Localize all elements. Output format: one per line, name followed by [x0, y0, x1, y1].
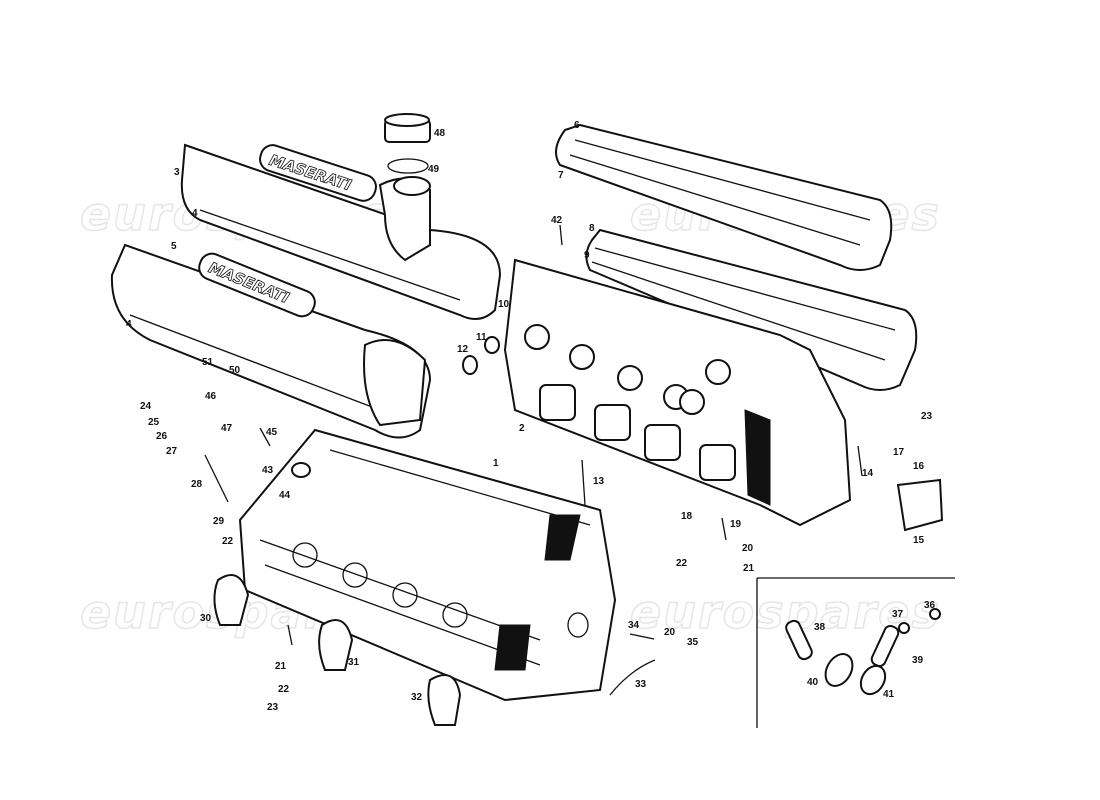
part-label-47: 47: [221, 423, 233, 434]
valve-cover-rear: MASERATI: [180, 143, 502, 320]
part-label-43: 43: [262, 465, 274, 476]
part-label-14: 14: [862, 468, 874, 479]
oil-filler-cap: [384, 113, 431, 174]
part-label-7: 7: [558, 170, 564, 181]
part-label-8: 8: [589, 223, 595, 234]
part-label-9: 9: [584, 250, 590, 261]
part-label-33: 33: [635, 679, 647, 690]
part-label-46: 46: [205, 391, 217, 402]
part-label-51: 51: [202, 357, 214, 368]
part-label-4: 4: [126, 319, 132, 330]
cam-cover-upper: [555, 123, 893, 271]
part-label-28: 28: [191, 479, 203, 490]
part-label-21: 21: [275, 661, 287, 672]
part-label-27: 27: [166, 446, 178, 457]
part-label-2: 2: [519, 423, 525, 434]
part-label-38: 38: [814, 622, 826, 633]
part-label-16: 16: [913, 461, 925, 472]
part-label-10: 10: [498, 299, 510, 310]
part-label-25: 25: [148, 417, 160, 428]
part-label-44: 44: [279, 490, 291, 501]
cylinder-head: [503, 258, 852, 527]
part-label-50: 50: [229, 365, 241, 376]
small-parts: [204, 224, 944, 726]
valve-cover-front: MASERATI: [110, 243, 432, 439]
part-label-18: 18: [681, 511, 693, 522]
part-label-1: 1: [493, 458, 499, 469]
part-label-6: 6: [574, 120, 580, 131]
part-label-5: 5: [171, 241, 177, 252]
part-label-21: 21: [743, 563, 755, 574]
part-label-15: 15: [913, 535, 925, 546]
part-label-23: 23: [267, 702, 279, 713]
part-label-42: 42: [551, 215, 563, 226]
part-label-13: 13: [593, 476, 605, 487]
part-label-22: 22: [278, 684, 290, 695]
part-label-34: 34: [628, 620, 640, 631]
part-label-39: 39: [912, 655, 924, 666]
part-label-17: 17: [893, 447, 905, 458]
part-label-20: 20: [742, 543, 754, 554]
part-label-23: 23: [921, 411, 933, 422]
part-label-35: 35: [687, 637, 699, 648]
part-label-22: 22: [222, 536, 234, 547]
part-label-48: 48: [434, 128, 446, 139]
cam-cover-lower: [585, 228, 918, 391]
part-label-20: 20: [664, 627, 676, 638]
part-label-4: 4: [192, 208, 198, 219]
part-label-41: 41: [883, 689, 895, 700]
part-label-36: 36: [924, 600, 936, 611]
part-label-12: 12: [457, 344, 469, 355]
part-label-31: 31: [348, 657, 360, 668]
part-label-29: 29: [213, 516, 225, 527]
part-label-32: 32: [411, 692, 423, 703]
engine-block: [238, 428, 617, 702]
inset-valve-parts: [756, 577, 955, 728]
part-label-30: 30: [200, 613, 212, 624]
part-label-45: 45: [266, 427, 278, 438]
part-label-37: 37: [892, 609, 904, 620]
part-label-19: 19: [730, 519, 742, 530]
part-label-40: 40: [807, 677, 819, 688]
part-label-49: 49: [428, 164, 440, 175]
part-label-24: 24: [140, 401, 152, 412]
part-label-26: 26: [156, 431, 168, 442]
part-label-3: 3: [174, 167, 180, 178]
part-label-11: 11: [476, 332, 487, 343]
part-label-22: 22: [676, 558, 688, 569]
